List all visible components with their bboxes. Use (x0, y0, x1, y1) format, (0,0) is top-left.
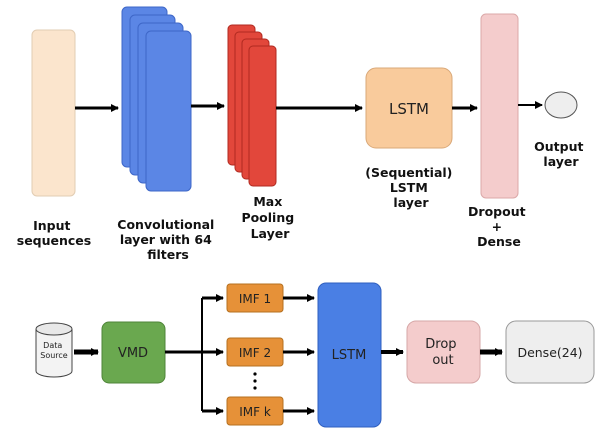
output-layer-label: Output layer (534, 139, 588, 169)
input-sequences-block (31, 29, 76, 197)
lstm-layer-label: (Sequential) LSTM layer (365, 165, 456, 210)
conv-layer-stack (121, 6, 192, 192)
lstm-bottom-block (317, 282, 382, 428)
ellipsis-dots (253, 372, 257, 390)
lstm-top-box-label: LSTM (389, 100, 429, 118)
vmd-label: VMD (118, 346, 148, 361)
dropout-bottom-label: Drop out (425, 337, 460, 368)
max-pooling-label: Max Pooling Layer (241, 194, 298, 241)
max-pooling-stack (227, 24, 277, 187)
lstm-bottom-label: LSTM (332, 348, 367, 363)
dense-block (505, 320, 595, 384)
output-node (544, 91, 578, 119)
input-sequences-label: Input sequences (17, 218, 91, 248)
data-source-cylinder (35, 322, 73, 378)
imfk-label: IMF k (239, 405, 271, 419)
dropout-dense-block (480, 13, 519, 199)
data-source-label: Data Source (40, 341, 68, 360)
dropout-bottom-block (406, 320, 481, 384)
dense-label: Dense(24) (517, 345, 582, 360)
imf1-label: IMF 1 (239, 292, 271, 306)
imf2-label: IMF 2 (239, 346, 271, 360)
dropout-dense-label: Dropout + Dense (468, 204, 530, 249)
conv-layer-label: Convolutional layer with 64 filters (117, 217, 218, 262)
